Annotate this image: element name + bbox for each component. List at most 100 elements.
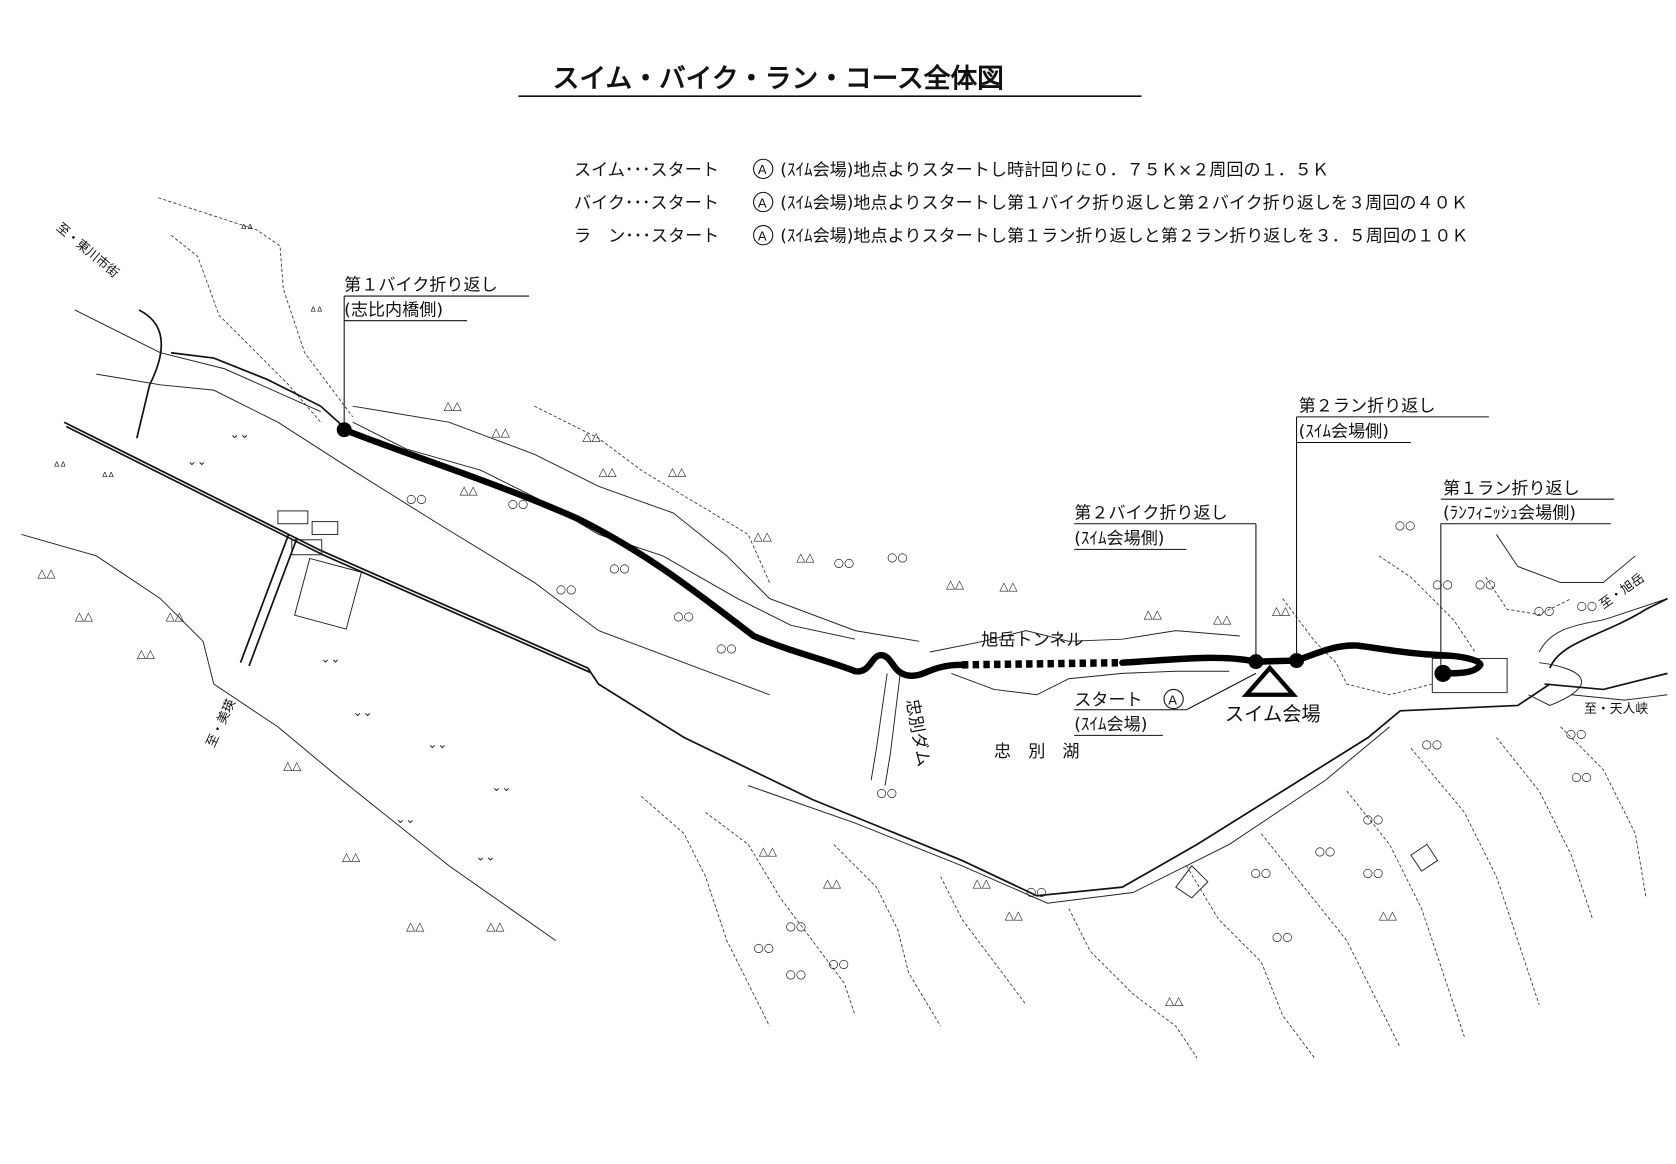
svg-text:△△: △△: [1379, 908, 1397, 922]
place-names: 至・東川市街 至・美瑛 至・旭岳 至・天人峡 旭岳トンネル 忠別ダム 忠 別 湖: [53, 220, 1648, 769]
svg-text:△△: △△: [75, 609, 93, 623]
run-turnaround-2-dot: [1289, 653, 1305, 669]
start-label: スタート: [1074, 690, 1142, 710]
start-sub: (ｽｲﾑ会場): [1074, 715, 1147, 735]
svg-text:△△: △△: [973, 876, 991, 890]
svg-text:△△: △△: [283, 759, 301, 773]
run-turnaround-1-dot: [1434, 664, 1452, 682]
legend-bike-badge: A: [758, 196, 767, 211]
legend-swim-label: スイム･･･スタート: [574, 160, 719, 180]
svg-text:△△: △△: [137, 646, 155, 660]
bike-turnaround-2-sub: (ｽｲﾑ会場側): [1074, 529, 1164, 549]
svg-text:○○: ○○: [1272, 930, 1293, 944]
svg-text:△△: △△: [599, 465, 617, 479]
start-a-badge-icon: [753, 224, 774, 246]
svg-text:△△: △△: [486, 919, 504, 933]
dam-label: 忠別ダム: [901, 698, 933, 769]
svg-text:△△: △△: [796, 550, 814, 564]
svg-text:△△: △△: [754, 529, 772, 543]
svg-text:ᐞᐞ: ᐞᐞ: [102, 470, 115, 484]
svg-text:△△: △△: [823, 876, 841, 890]
svg-text:○○: ○○: [1566, 727, 1587, 741]
svg-text:△△: △△: [444, 398, 462, 412]
swim-venue-label: スイム会場: [1225, 702, 1321, 725]
start-a-badge-icon: [753, 158, 774, 180]
svg-text:⌄⌄: ⌄⌄: [187, 454, 207, 468]
svg-text:△△: △△: [166, 609, 184, 623]
run-turnaround-2-sub: (ｽｲﾑ会場側): [1299, 422, 1389, 442]
start-a-badge-icon: [753, 191, 774, 213]
map-title: スイム・バイク・ラン・コース全体図: [553, 63, 1004, 95]
svg-text:○○: ○○: [1577, 598, 1598, 612]
svg-text:△△: △△: [37, 566, 55, 580]
course-route: [336, 422, 1484, 697]
to-tenninkyo-label: 至・天人峡: [1584, 702, 1648, 717]
svg-text:○○: ○○: [1026, 885, 1047, 899]
svg-text:○○: ○○: [876, 785, 897, 799]
to-higashikawa-label: 至・東川市街: [53, 220, 122, 282]
svg-text:ᐞᐞ: ᐞᐞ: [310, 304, 323, 318]
svg-text:○○: ○○: [406, 491, 427, 505]
svg-text:△△: △△: [946, 577, 964, 591]
run-turnaround-1-sub: (ﾗﾝﾌｨﾆｯｼｭ会場側): [1443, 503, 1576, 523]
svg-text:△△: △△: [342, 849, 360, 863]
svg-text:○○: ○○: [1395, 518, 1416, 532]
legend-swim-badge: A: [758, 163, 767, 178]
bike-turnaround-2-dot: [1248, 654, 1264, 670]
svg-text:○○: ○○: [828, 956, 849, 970]
to-biei-label: 至・美瑛: [204, 697, 239, 750]
svg-text:△△: △△: [668, 465, 686, 479]
to-asahidake-label: 至・旭岳: [1597, 571, 1648, 613]
svg-text:⌄⌄: ⌄⌄: [476, 849, 496, 863]
tunnel-section: [961, 658, 1123, 669]
svg-text:○○: ○○: [1571, 769, 1592, 783]
bike-turnaround-1-title: 第１バイク折り返し: [344, 276, 498, 296]
svg-text:○○: ○○: [1363, 865, 1384, 879]
legend-bike-label: バイク･･･スタート: [574, 193, 719, 213]
svg-text:⌄⌄: ⌄⌄: [492, 780, 512, 794]
svg-text:○○: ○○: [786, 919, 807, 933]
legend-bike-text: (ｽｲﾑ会場)地点よりスタートし第１バイク折り返しと第２バイク折り返しを３周回の…: [780, 193, 1468, 213]
svg-text:△△: △△: [1213, 612, 1231, 626]
svg-text:○○: ○○: [834, 556, 855, 570]
svg-text:○○: ○○: [1422, 737, 1443, 751]
svg-text:○○: ○○: [1315, 844, 1336, 858]
svg-text:○○: ○○: [1251, 865, 1272, 879]
svg-text:○○: ○○: [887, 550, 908, 564]
svg-text:○○: ○○: [786, 967, 807, 981]
legend-run-text: (ｽｲﾑ会場)地点よりスタートし第１ラン折り返しと第２ラン折り返しを３．５周回の…: [780, 227, 1468, 247]
svg-text:△△: △△: [583, 429, 601, 443]
legend-swim-text: (ｽｲﾑ会場)地点よりスタートし時計回りに０．７５Ｋ×２周回の１．５Ｋ: [780, 160, 1329, 180]
legend-run-badge: A: [758, 229, 767, 244]
svg-text:△△: △△: [1144, 607, 1162, 621]
svg-text:ᐞᐞ: ᐞᐞ: [241, 222, 254, 236]
svg-text:△△: △△: [492, 425, 510, 439]
legend-run-label: ラ ン･･･スタート: [574, 227, 719, 247]
terrain-contours: [21, 197, 1668, 1059]
svg-text:△△: △△: [999, 579, 1017, 593]
svg-text:⌄⌄: ⌄⌄: [353, 705, 373, 719]
lake-label: 忠 別 湖: [994, 742, 1079, 762]
svg-text:△△: △△: [406, 919, 424, 933]
legend: スイム･･･スタート A (ｽｲﾑ会場)地点よりスタートし時計回りに０．７５Ｋ×…: [574, 158, 1468, 247]
start-a-badge-icon: [1163, 688, 1184, 710]
svg-text:ᐞᐞ: ᐞᐞ: [53, 459, 66, 473]
bike-turnaround-2-title: 第２バイク折り返し: [1074, 503, 1228, 523]
svg-text:⌄⌄: ⌄⌄: [230, 427, 250, 441]
svg-text:△△: △△: [460, 483, 478, 497]
svg-text:○○: ○○: [1534, 604, 1555, 618]
svg-text:○○: ○○: [1475, 577, 1496, 591]
svg-text:○○: ○○: [609, 561, 630, 575]
svg-text:○○: ○○: [1432, 577, 1453, 591]
svg-text:○○: ○○: [716, 641, 737, 655]
svg-text:○○: ○○: [754, 940, 775, 954]
svg-text:⌄⌄: ⌄⌄: [395, 812, 415, 826]
svg-text:△△: △△: [759, 844, 777, 858]
roads: [63, 309, 1668, 904]
bike-turnaround-1-sub: (志比内橋側): [344, 300, 443, 320]
callouts: 第１バイク折り返し (志比内橋側) 第２バイク折り返し (ｽｲﾑ会場側) 第２ラ…: [343, 276, 1614, 736]
bike-turnaround-1-dot: [336, 422, 352, 438]
svg-text:⌄⌄: ⌄⌄: [321, 652, 341, 666]
